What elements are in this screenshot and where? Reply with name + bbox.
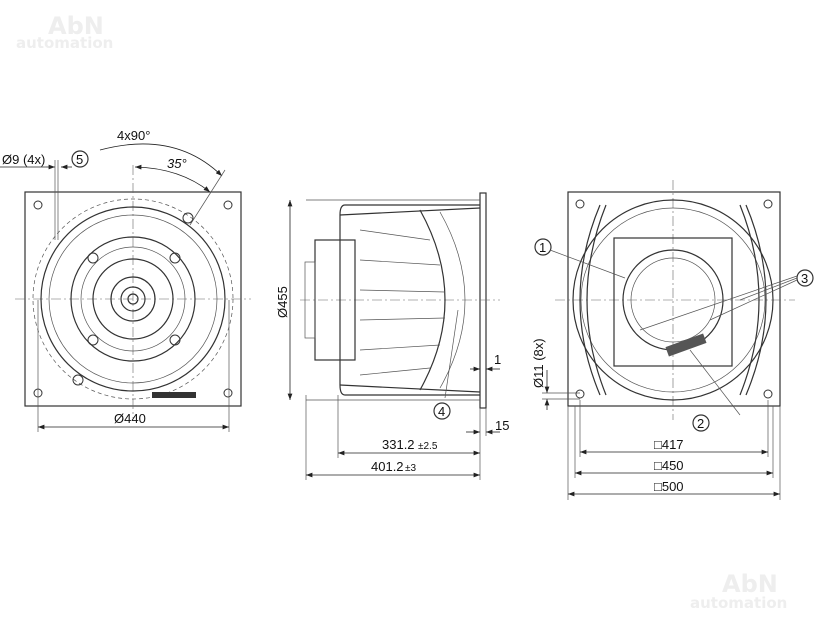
watermark-line1: AbN <box>48 12 104 40</box>
square-417-label: □417 <box>654 437 684 452</box>
length-2-label: 401.2 <box>371 459 404 474</box>
side-view: Ø455 4 1 15 331.2 ±2.5 401.2 ±3 <box>275 192 509 480</box>
watermark-line2: automation <box>690 594 787 612</box>
square-450-label: □450 <box>654 458 684 473</box>
front-hole-label: Ø9 (4x) <box>2 152 45 167</box>
watermark-bottom-right: AbN automation <box>690 570 787 612</box>
callout-4: 4 <box>438 404 445 419</box>
callout-1: 1 <box>539 240 546 255</box>
dim-1-label: 1 <box>494 352 501 367</box>
callout-5: 5 <box>76 152 83 167</box>
dim-15-label: 15 <box>495 418 509 433</box>
front-view: Ø9 (4x) 5 4x90° 35° Ø440 <box>0 128 251 432</box>
front-diameter-label: Ø440 <box>114 411 146 426</box>
square-500-label: □500 <box>654 479 684 494</box>
length-1-label: 331.2 <box>382 437 415 452</box>
side-diameter-label: Ø455 <box>275 286 290 318</box>
watermark-line2: automation <box>16 34 113 52</box>
rear-hole-label: Ø11 (8x) <box>531 338 546 388</box>
length-1-tolerance: ±2.5 <box>418 441 438 452</box>
watermark-top-left: AbN automation <box>16 12 113 52</box>
watermark-line1: AbN <box>722 570 778 598</box>
rear-view: 1 3 2 Ø11 (8x) □417 □450 □500 <box>531 180 814 500</box>
callout-3: 3 <box>801 271 808 286</box>
angle-pitch-label: 4x90° <box>117 128 150 143</box>
angle-offset-label: 35° <box>167 156 187 171</box>
callout-2: 2 <box>697 416 704 431</box>
length-2-tolerance: ±3 <box>405 463 416 474</box>
